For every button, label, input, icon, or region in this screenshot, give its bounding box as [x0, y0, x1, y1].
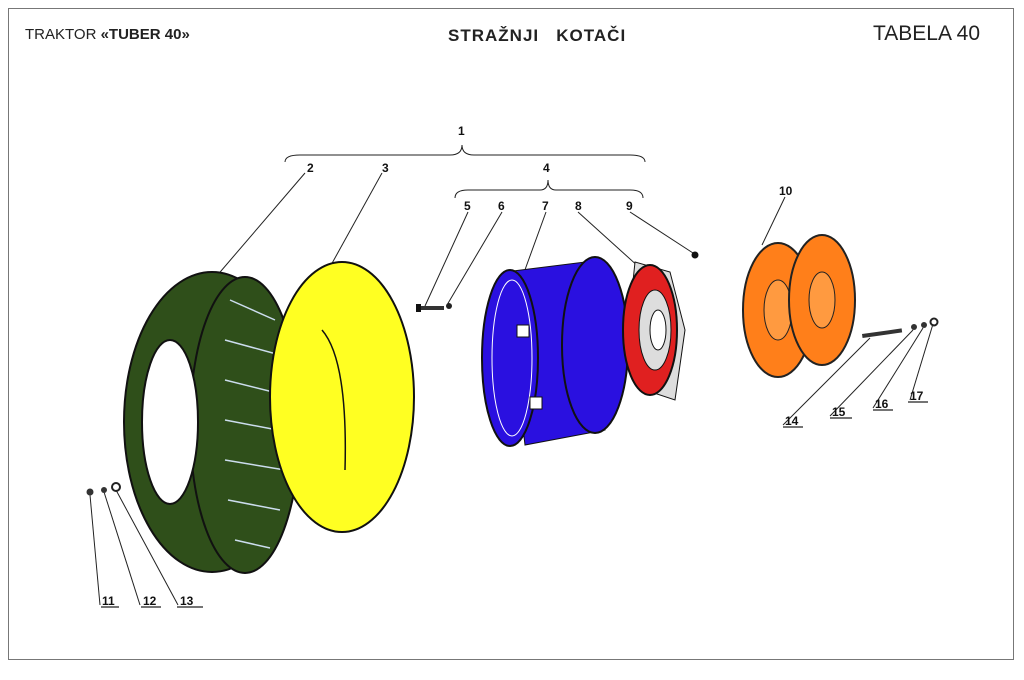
inner-tube — [269, 261, 415, 533]
tire — [123, 271, 301, 574]
wheel-weights — [742, 234, 856, 378]
nut — [691, 251, 699, 259]
table-number: TABELA 40 — [873, 22, 981, 45]
bracket-1 — [284, 144, 646, 163]
callout-16: 16 — [875, 397, 889, 411]
callout-14: 14 — [785, 414, 799, 428]
callout-13: 13 — [180, 594, 194, 608]
callout-8: 8 — [575, 199, 582, 213]
wheel-disc — [622, 261, 686, 401]
callout-17: 17 — [910, 389, 924, 403]
page-title: STRAŽNJI KOTAČI — [448, 26, 627, 45]
tractor-label: TRAKTOR — [25, 26, 101, 43]
callout-15: 15 — [832, 405, 846, 419]
callout-6: 6 — [498, 199, 505, 213]
weight-bolt-set — [862, 317, 939, 338]
model-name: «TUBER 40» — [100, 26, 190, 43]
tractor-model: TRAKTOR «TUBER 40» — [25, 26, 190, 43]
callout-12: 12 — [143, 594, 157, 608]
bracket-4 — [454, 179, 644, 199]
rim — [481, 256, 629, 447]
callout-2: 2 — [307, 161, 314, 175]
callout-11: 11 — [102, 594, 115, 608]
callout-1: 1 — [458, 124, 465, 138]
callout-5: 5 — [464, 199, 471, 213]
callout-7: 7 — [542, 199, 549, 213]
wheel-nuts — [86, 482, 121, 496]
callout-3: 3 — [382, 161, 389, 175]
bolt — [416, 304, 444, 312]
callout-9: 9 — [626, 199, 633, 213]
callout-4: 4 — [543, 161, 550, 175]
drawing-frame — [8, 8, 1014, 660]
washer — [446, 303, 452, 309]
callout-10: 10 — [779, 184, 793, 198]
